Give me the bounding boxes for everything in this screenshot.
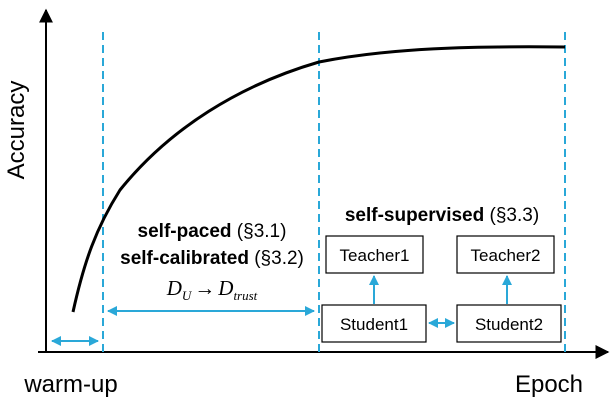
student1-box: Student1	[321, 304, 427, 343]
y-axis-label: Accuracy	[3, 81, 30, 180]
warm-up-label: warm-up	[23, 371, 117, 398]
self-supervised-label: self-supervised (§3.3)	[345, 205, 539, 226]
self-paced-label: self-paced (§3.1)	[138, 221, 287, 242]
teacher2-label: Teacher2	[471, 246, 541, 265]
teacher2-box: Teacher2	[456, 235, 555, 274]
student1-label: Student1	[340, 315, 408, 334]
self-calibrated-label: self-calibrated (§3.2)	[120, 248, 304, 269]
student2-box: Student2	[456, 304, 562, 343]
student2-label: Student2	[475, 315, 543, 334]
teacher1-box: Teacher1	[325, 235, 424, 274]
x-axis-label: Epoch	[515, 371, 583, 398]
teacher1-label: Teacher1	[340, 246, 410, 265]
accuracy-curve	[71, 45, 566, 313]
dataset-transition-label: DU→Dtrust	[166, 276, 258, 303]
